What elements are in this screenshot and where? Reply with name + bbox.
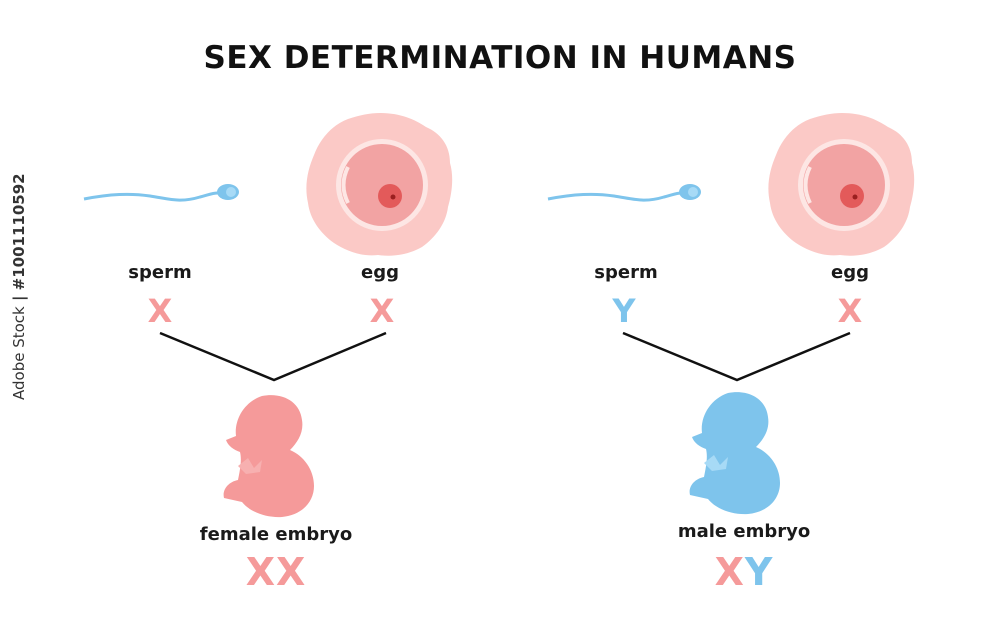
egg-icon bbox=[768, 113, 915, 256]
female-embryo-icon bbox=[223, 395, 314, 518]
sperm-chromosome: X bbox=[147, 292, 173, 330]
stock-brand: Adobe Stock bbox=[10, 306, 28, 400]
page-title: SEX DETERMINATION IN HUMANS bbox=[203, 40, 797, 76]
genotype-letter: X bbox=[714, 550, 745, 594]
sperm-icon bbox=[83, 184, 239, 202]
sperm-label: sperm bbox=[128, 262, 192, 283]
female-embryo-label: female embryo bbox=[199, 524, 353, 545]
genotype-letter: Y bbox=[744, 550, 774, 594]
genotype-letter: X bbox=[245, 550, 276, 594]
stock-number: #1001110592 bbox=[10, 173, 28, 291]
stock-id: Adobe Stock | #1001110592 bbox=[10, 173, 28, 400]
female-genotype: XX bbox=[246, 550, 307, 594]
sperm-label: sperm bbox=[594, 262, 658, 283]
egg-chromosome: X bbox=[369, 292, 395, 330]
genotype-letter: X bbox=[276, 550, 307, 594]
male-genotype: XY bbox=[715, 550, 774, 594]
sperm-icon bbox=[547, 184, 701, 202]
male-embryo-label: male embryo bbox=[677, 521, 811, 542]
egg-chromosome: X bbox=[837, 292, 863, 330]
egg-label: egg bbox=[831, 262, 869, 283]
sperm-chromosome: Y bbox=[612, 292, 636, 330]
male-embryo-icon bbox=[689, 392, 780, 515]
egg-label: egg bbox=[361, 262, 399, 283]
connector-lines bbox=[159, 331, 851, 382]
egg-icon bbox=[306, 113, 453, 256]
